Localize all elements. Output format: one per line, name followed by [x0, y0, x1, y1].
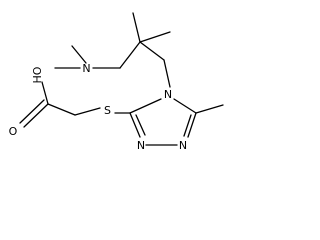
bond-n4-c5 — [173, 98, 197, 114]
bond-c5-n1 — [187, 112, 197, 138]
bond-quaternary-methyl-right — [139, 31, 171, 43]
bond-ch2-carboxyl-c — [47, 103, 76, 116]
bond-c3-n4 — [129, 98, 162, 114]
bond-n2-c3 — [129, 112, 141, 138]
bond-carboxyl-c-oh — [41, 81, 49, 105]
bond-ch2-quaternary — [119, 41, 141, 69]
dimethylamino-nitrogen-label: N — [82, 62, 90, 75]
bond-quaternary-methyl-up — [132, 12, 141, 43]
bond-ch2-ring-n4 — [163, 59, 171, 88]
bond-carboxyl-c-o-double — [19, 99, 45, 124]
hydroxyl-label: HO — [31, 66, 44, 83]
bond-n2-c3-double — [135, 114, 146, 136]
bond-s-ch2 — [74, 107, 101, 116]
thioether-sulfur-label: S — [104, 104, 111, 117]
triazole-n4-label: N — [164, 88, 172, 101]
bond-c5-methyl — [195, 104, 224, 114]
triazole-n1-label: N — [179, 139, 187, 152]
bond-nme-methyl-up — [71, 45, 87, 64]
bond-quaternary-ch2 — [139, 41, 165, 61]
chemical-structure: N N N N S HO O — [9, 12, 224, 152]
carbonyl-oxygen-label: O — [9, 125, 18, 138]
triazole-n2-label: N — [137, 139, 145, 152]
bond-c5-n1-double — [183, 114, 192, 137]
bond-carboxyl-c-o — [23, 103, 49, 128]
